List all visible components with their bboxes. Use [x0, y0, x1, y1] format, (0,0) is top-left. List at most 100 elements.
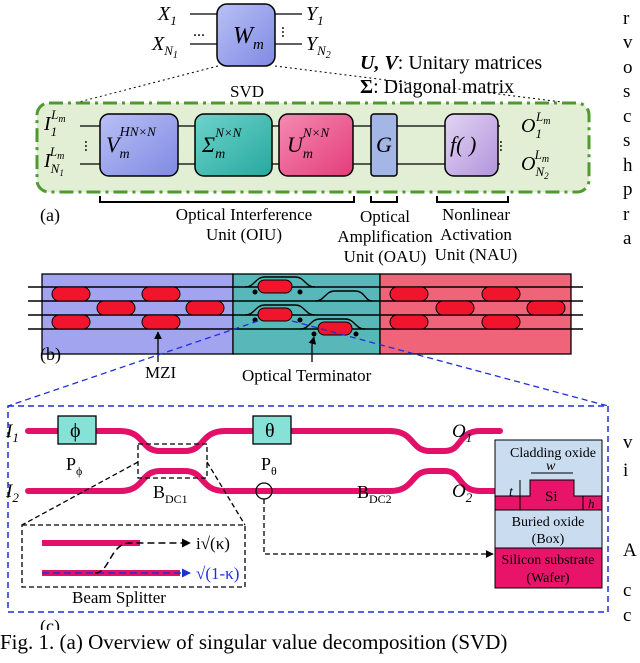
- zoom-line-right: [291, 320, 609, 407]
- mzi: [257, 279, 293, 294]
- legend-diagonal: Σ: Diagonal matrix: [360, 76, 514, 98]
- right-letter: s: [623, 81, 631, 102]
- mzi: [481, 286, 521, 302]
- wm-in-dots: ...: [193, 23, 205, 40]
- mzi: [526, 300, 566, 316]
- bdc2-label: BDC2: [357, 482, 392, 506]
- si-label: Si: [545, 489, 558, 505]
- nau-label-3: Unit (NAU): [435, 245, 518, 264]
- silicon-rib: [494, 479, 603, 511]
- right-letter: c: [623, 580, 632, 601]
- mzi-label: MZI: [145, 363, 177, 382]
- beam-splitter-inset: [21, 524, 246, 588]
- mzi-group-middle: [244, 276, 373, 337]
- mzi: [389, 286, 429, 302]
- mzi-group-left: [51, 286, 225, 330]
- right-letter: c: [623, 106, 632, 127]
- dc-zoom-line-right: [206, 461, 246, 526]
- g-label: G: [376, 132, 392, 157]
- input-x1-label: X1: [157, 3, 177, 28]
- right-letter: A: [623, 540, 637, 561]
- oiu-bracket: [99, 196, 355, 203]
- oau-bracket: [370, 196, 398, 203]
- nau-bracket: [436, 196, 509, 203]
- output-on2-label: ON2Lm: [521, 147, 549, 181]
- beam-splitter-label: Beam Splitter: [72, 588, 166, 607]
- silicon-substrate-layer: [494, 547, 603, 589]
- right-letter: s: [623, 130, 631, 151]
- right-letter: i: [623, 460, 629, 481]
- v-matrix-block: [99, 113, 179, 177]
- mzi: [51, 286, 91, 302]
- mzi: [141, 314, 181, 330]
- mzi: [481, 314, 521, 330]
- figure-caption: Fig. 1. (a) Overview of singular value d…: [0, 630, 508, 654]
- mzi: [389, 314, 429, 330]
- mzi: [435, 300, 475, 316]
- nau-label-2: Activation: [440, 225, 512, 244]
- dc-zoom-box: [137, 443, 208, 479]
- panel-b-tag: (b): [40, 344, 61, 365]
- u-matrix-label: UmN×N: [287, 125, 330, 162]
- mzi: [96, 300, 136, 316]
- out-dots: ...: [496, 140, 513, 152]
- mzi: [141, 286, 181, 302]
- f-label: f( ): [450, 132, 476, 157]
- h-label: h: [588, 496, 595, 511]
- buried-oxide-layer: [494, 509, 603, 549]
- panel-c-tag: (c): [40, 616, 60, 630]
- sigma-matrix-label: ΣmN×N: [201, 125, 243, 162]
- right-letter: v: [623, 32, 633, 53]
- input-i1-label: I1Lm: [43, 107, 66, 139]
- mesh-sigma-section: [232, 273, 381, 355]
- input-in1-label: IN1Lm: [43, 144, 64, 178]
- oau-label-2: Amplification: [337, 227, 433, 246]
- terminator-pointer: [308, 336, 317, 362]
- f-block: [444, 113, 499, 177]
- p-theta-label: Pθ: [261, 454, 277, 478]
- figure-canvas: Wm ... ... X1 XN1 Y1 YN2 SVD U, V: Unita…: [5, 3, 609, 630]
- output-yn2-label: YN2: [306, 33, 331, 61]
- kappa-bottom-label: √(1-κ): [196, 564, 239, 583]
- substrate-label-1: Silicon substrate: [502, 553, 595, 568]
- right-letter: r: [623, 204, 630, 225]
- input-i2-wg: I2: [5, 481, 19, 505]
- in-dots: ...: [81, 140, 98, 152]
- input-i1-wg: I1: [5, 421, 19, 445]
- wm-label: Wm: [233, 23, 264, 53]
- svd-label: SVD: [230, 82, 264, 101]
- oiu-label-1: Optical Interference: [176, 205, 312, 224]
- oiu-label-2: Unit (OIU): [206, 225, 282, 244]
- phi-phase-shifter: [57, 415, 97, 445]
- substrate-label-2: (Wafer): [526, 571, 570, 586]
- output-o1-wg: O1: [452, 421, 472, 445]
- right-letter: r: [623, 8, 630, 29]
- panel-a: Wm ... ... X1 XN1 Y1 YN2 SVD U, V: Unita…: [35, 3, 591, 266]
- terminator-label: Optical Terminator: [242, 366, 372, 385]
- bs-arrow-top-line: [94, 538, 191, 574]
- p-phi-label: Pϕ: [66, 454, 82, 478]
- right-letter: v: [623, 432, 633, 453]
- cross-section: Cladding oxide w t Si h Buried oxide (Bo…: [494, 439, 603, 589]
- mzi: [185, 300, 225, 316]
- dc-zoom-line-left: [21, 461, 139, 526]
- t-label: t: [509, 485, 514, 500]
- oau-label-1: Optical: [360, 207, 410, 226]
- wm-block: [216, 3, 276, 67]
- phi-symbol: ϕ: [70, 420, 81, 442]
- u-matrix-block: [278, 113, 354, 177]
- sigma-matrix-block: [194, 113, 273, 177]
- theta-phase-shifter: [252, 415, 292, 445]
- zoom-line-left: [7, 320, 259, 407]
- right-letter: c: [623, 605, 632, 626]
- w-label: w: [546, 459, 556, 474]
- output-y1-label: Y1: [306, 3, 324, 28]
- panel-c: ϕ θ Pϕ Pθ BDC1 BDC2 I1 I2 O1 O2 i√(κ) √(…: [5, 405, 609, 630]
- mzi: [51, 314, 91, 330]
- right-letter: a: [623, 228, 632, 249]
- cross-section-pointer: [263, 499, 494, 558]
- output-o1-label: O1Lm: [521, 109, 550, 141]
- panel-a-tag: (a): [40, 205, 60, 226]
- kappa-top-label: i√(κ): [196, 534, 230, 553]
- wm-out-dots: ...: [278, 26, 295, 38]
